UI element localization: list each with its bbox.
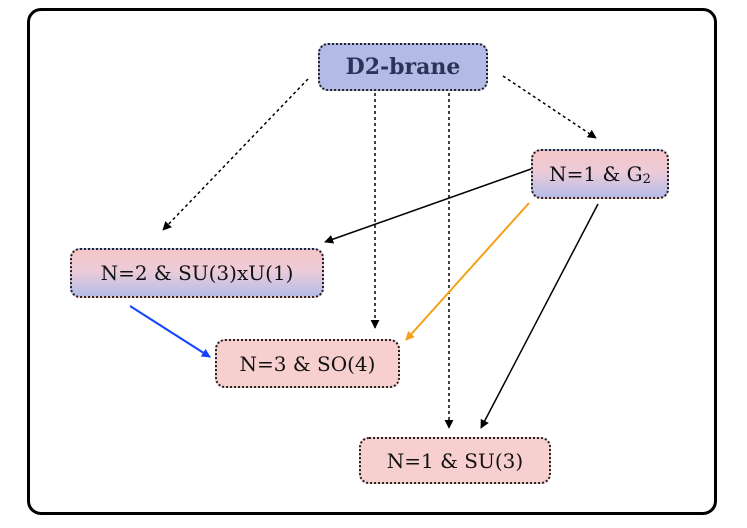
arrow-n1g2-to-n3so4: [405, 202, 530, 341]
node-d2-brane: D2-brane: [318, 43, 488, 91]
node-n2-su3xu1: N=2 & SU(3)xU(1): [70, 248, 324, 298]
arrow-d2-to-n2su3u1: [162, 78, 309, 231]
arrow-n2su3u1-to-n3so4: [129, 305, 211, 358]
node-n3-so4-label: N=3 & SO(4): [239, 351, 376, 376]
node-n2-su3xu1-label: N=2 & SU(3)xU(1): [100, 261, 294, 285]
node-n3-so4: N=3 & SO(4): [215, 339, 400, 388]
diagram-frame: [27, 8, 717, 515]
node-n1-su3-label: N=1 & SU(3): [386, 448, 524, 473]
node-n1-su3: N=1 & SU(3): [359, 437, 551, 484]
node-d2-brane-label: D2-brane: [345, 54, 461, 80]
arrow-n1g2-to-n2su3u1: [324, 168, 532, 244]
arrow-n1g2-to-n1su3: [480, 203, 599, 429]
node-n1-g2: N=1 & G2: [531, 149, 669, 199]
node-n1-g2-label: N=1 & G2: [549, 161, 651, 187]
arrow-d2-to-n1g2: [502, 75, 597, 139]
